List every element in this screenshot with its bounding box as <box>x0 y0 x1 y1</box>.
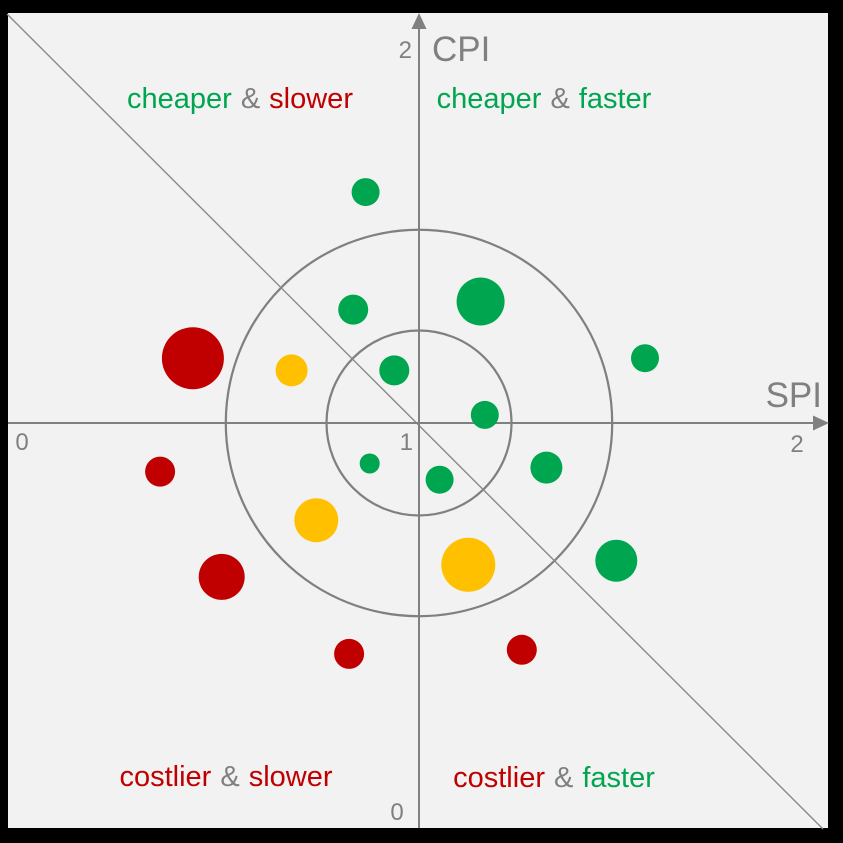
quadrant-word: faster <box>582 762 655 794</box>
green-bubble <box>359 453 380 474</box>
y-axis-tick-0: 0 <box>390 799 403 826</box>
diagonal-line <box>6 13 824 830</box>
quadrant-word: slower <box>249 761 333 793</box>
quadrant-word: cheaper <box>127 83 232 115</box>
green-bubble <box>351 178 380 207</box>
x-axis-arrow-icon <box>813 415 829 431</box>
x-axis-title: SPI <box>766 376 822 415</box>
green-bubble <box>338 294 369 325</box>
center-tick-1: 1 <box>400 429 413 456</box>
x-axis-tick-0: 0 <box>15 429 28 456</box>
quadrant-label-cheaper-faster: cheaper&faster <box>437 83 652 115</box>
quadrant-word: costlier <box>453 762 545 794</box>
quadrant-word: costlier <box>119 761 211 793</box>
green-bubble <box>595 539 638 582</box>
red-bubble <box>506 634 537 665</box>
quadrant-word: cheaper <box>437 83 542 115</box>
yellow-bubble <box>441 537 496 592</box>
quadrant-label-costlier-faster: costlier&faster <box>453 762 655 794</box>
ampersand: & <box>554 762 573 794</box>
yellow-bubble <box>294 498 339 543</box>
red-bubble <box>198 553 245 600</box>
ampersand: & <box>220 761 239 793</box>
ampersand: & <box>241 83 260 115</box>
green-bubble <box>379 355 410 386</box>
guide-lines-layer <box>6 13 829 830</box>
x-axis-tick-2: 2 <box>790 431 803 458</box>
quadrant-word: slower <box>269 83 353 115</box>
green-bubble <box>631 344 659 373</box>
ampersand: & <box>550 83 569 115</box>
y-axis-arrow-icon <box>411 13 427 29</box>
bubbles-layer <box>145 178 659 669</box>
green-bubble <box>530 451 563 484</box>
yellow-bubble <box>275 354 308 387</box>
quadrant-label-costlier-slower: costlier&slower <box>119 761 332 793</box>
quadrant-label-cheaper-slower: cheaper&slower <box>127 83 353 115</box>
red-bubble <box>145 456 176 487</box>
green-bubble <box>425 465 454 494</box>
green-bubble <box>456 277 505 326</box>
y-axis-title: CPI <box>432 30 490 69</box>
y-axis-tick-2: 2 <box>399 37 412 64</box>
quadrant-word: faster <box>579 83 652 115</box>
red-bubble <box>334 638 365 669</box>
green-bubble <box>470 400 499 429</box>
red-bubble <box>161 327 224 390</box>
